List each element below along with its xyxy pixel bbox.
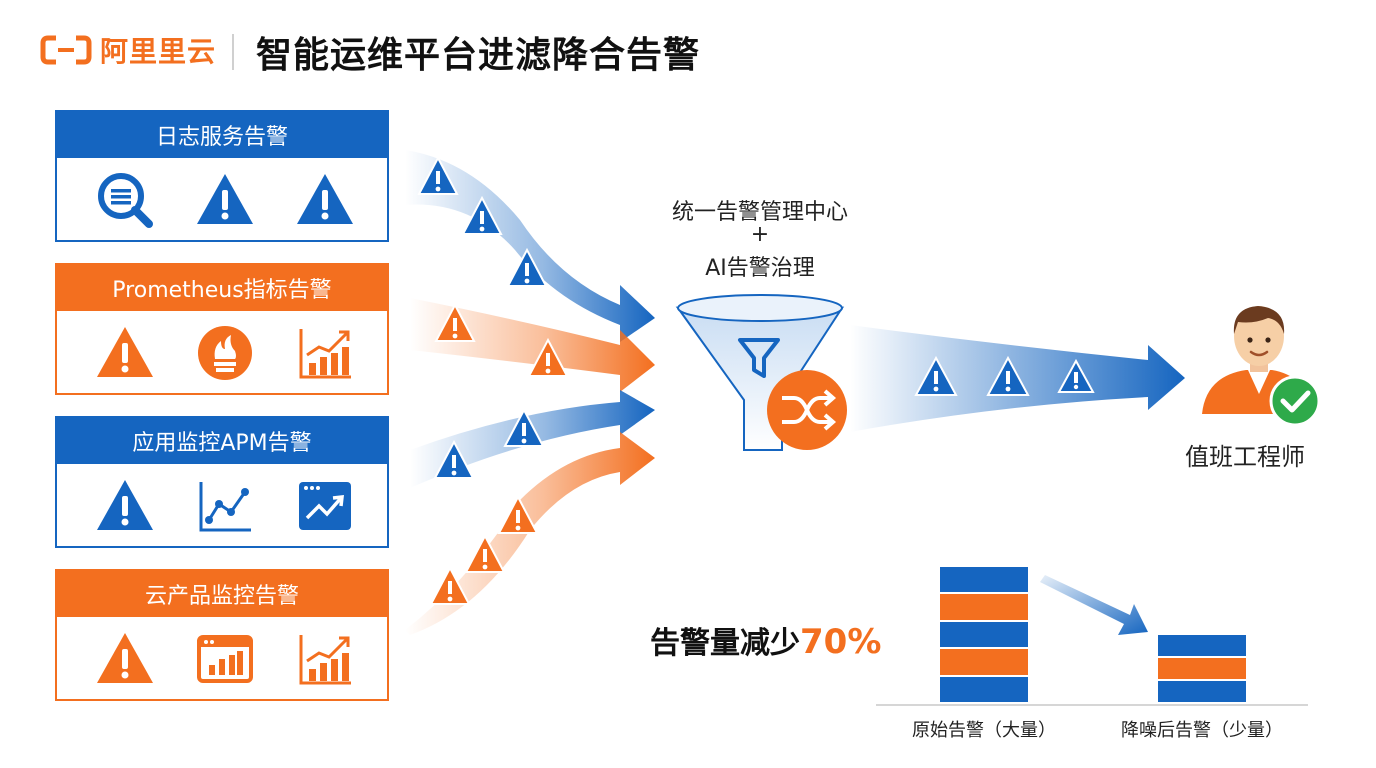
source-card: 应用监控APM告警	[55, 416, 389, 548]
source-card: Prometheus指标告警	[55, 263, 389, 395]
warning-icon	[95, 323, 155, 383]
bar-chart-up-icon	[295, 629, 355, 689]
source-card-icons	[57, 311, 387, 397]
source-card: 云产品监控告警	[55, 569, 389, 701]
stream-log	[405, 150, 655, 342]
funnel-icon	[675, 294, 847, 451]
after-stack	[1158, 635, 1246, 704]
warning-icon	[295, 170, 355, 230]
source-card-icons	[57, 617, 387, 703]
warning-icon	[195, 170, 255, 230]
shuffle-icon	[767, 370, 847, 450]
filter-icon	[738, 338, 780, 378]
check-circle-icon	[1269, 375, 1321, 427]
stack-block	[940, 621, 1028, 648]
stack-block	[940, 649, 1028, 675]
hub-plus: +	[750, 222, 770, 247]
stack-block	[940, 567, 1028, 593]
source-card-title: 云产品监控告警	[57, 571, 387, 617]
hub-title: 统一告警管理中心	[671, 200, 848, 225]
brand-name: 阿里里云	[100, 35, 217, 68]
reduction-arrow	[1040, 575, 1148, 635]
aliyun-logo-icon	[40, 35, 92, 65]
source-card-title: 应用监控APM告警	[57, 418, 387, 464]
line-chart-icon	[195, 476, 255, 536]
bar-chart-up-icon	[295, 323, 355, 383]
stack-block	[1158, 635, 1246, 656]
warning-icon	[95, 476, 155, 536]
source-card: 日志服务告警	[55, 110, 389, 242]
source-card-title: 日志服务告警	[57, 112, 387, 158]
header-divider	[232, 34, 234, 70]
engineer-label: 值班工程师	[1185, 443, 1305, 471]
warning-icon	[95, 629, 155, 689]
brand-logo: 阿里里云	[40, 30, 216, 70]
source-card-icons	[57, 464, 387, 550]
person-avatar-icon	[1202, 306, 1312, 414]
stack-block	[1158, 681, 1246, 702]
hub-subtitle: AI告警治理	[705, 256, 815, 281]
stack-block	[940, 676, 1028, 702]
page-title: 智能运维平台进滤降合告警	[256, 35, 701, 76]
prometheus-flame-icon	[195, 323, 255, 383]
reduction-percent: 70%	[800, 622, 882, 662]
after-label: 降噪后告警（少量）	[1121, 720, 1283, 741]
stack-block	[1158, 658, 1246, 679]
stream-prometheus	[410, 298, 655, 392]
reduction-text: 告警量减少	[650, 626, 800, 661]
dashboard-window-icon	[195, 629, 255, 689]
comparison-baseline	[876, 704, 1308, 706]
source-card-title: Prometheus指标告警	[57, 265, 387, 311]
stack-block	[940, 594, 1028, 620]
stream-cloud	[405, 432, 655, 635]
reduction-summary: 告警量减少70%	[650, 618, 881, 662]
before-label: 原始告警（大量）	[912, 720, 1056, 741]
before-stack	[940, 567, 1028, 704]
trend-window-icon	[295, 476, 355, 536]
source-card-icons	[57, 158, 387, 244]
search-icon	[95, 170, 155, 230]
stream-warnings	[417, 155, 1095, 605]
